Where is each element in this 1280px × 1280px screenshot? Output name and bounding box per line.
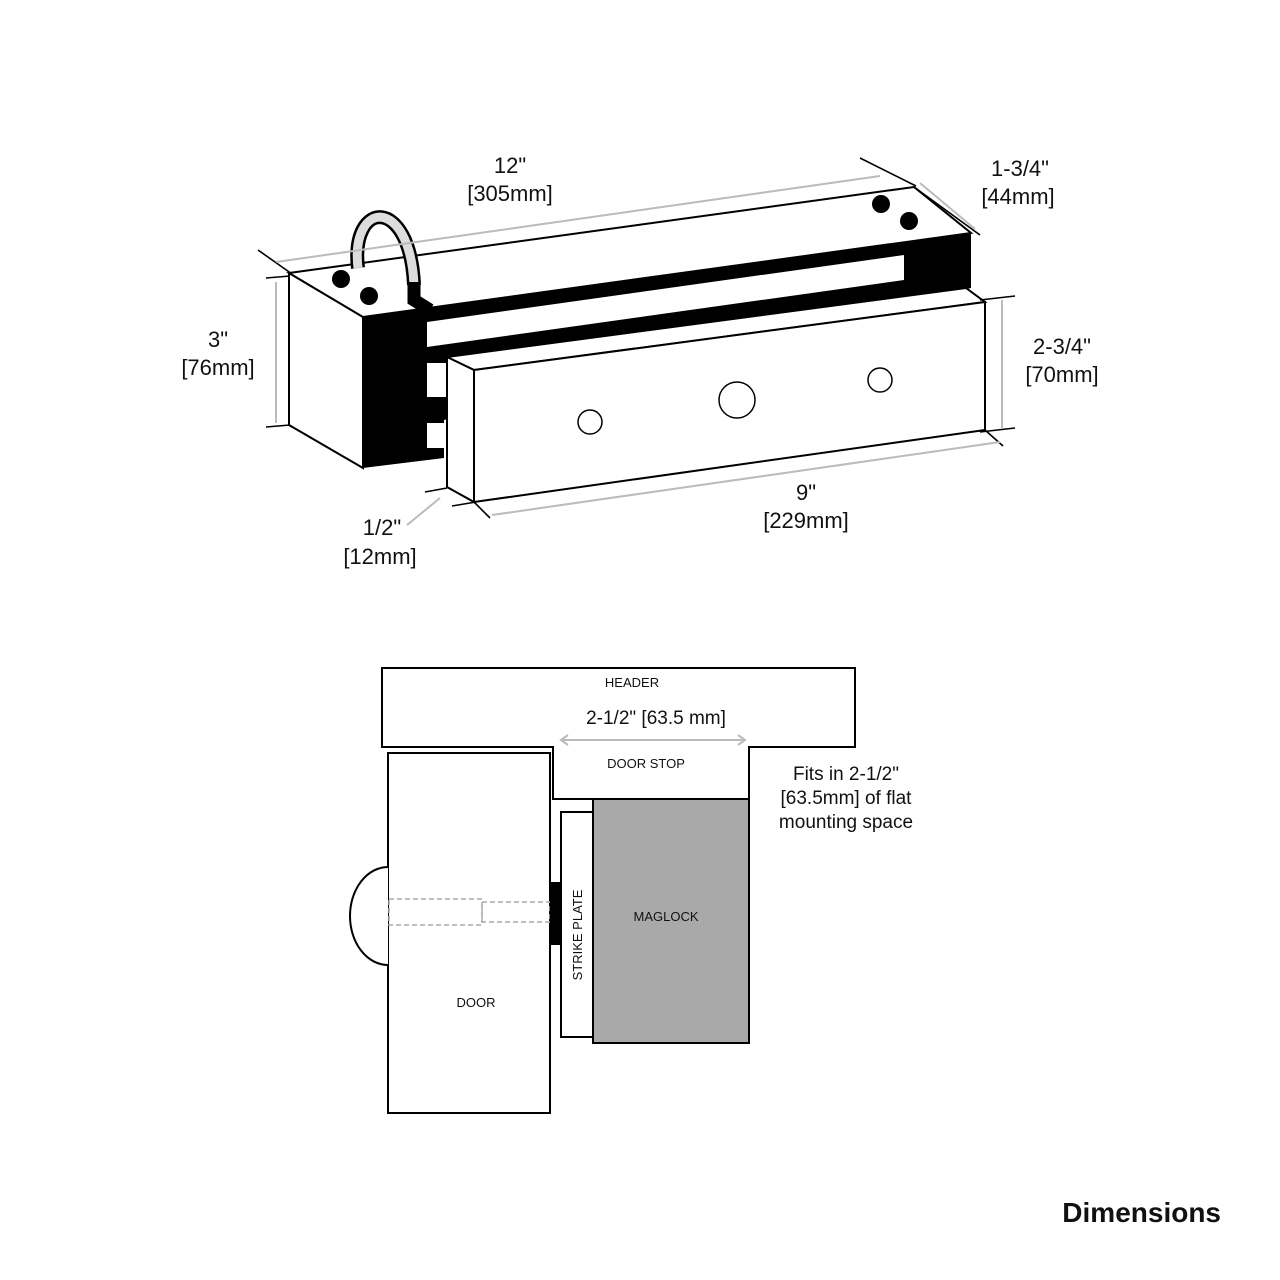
plate-thickness-metric: [12mm] [343,544,416,569]
plate-length-metric: [229mm] [763,508,849,533]
strike-plate [560,811,594,1038]
height-metric: [76mm] [181,355,254,380]
plate-hole [718,381,756,419]
note-line: Fits in 2-1/2" [793,764,899,785]
maglock-label: MAGLOCK [633,909,698,924]
door-handle-icon [349,866,389,966]
installation-view: HEADER 2-1/2" [63.5 mm] DOOR STOP DOOR M… [349,667,913,1114]
height-imperial: 3" [208,327,228,352]
length-metric: [305mm] [467,181,553,206]
plate-side-face [446,355,475,504]
dimension-labels: 12" [305mm] 1-3/4" [44mm] 3" [76mm] 2-3/… [181,153,1098,569]
magnet-slot [427,363,447,397]
strike-plate-label: STRIKE PLATE [570,889,585,980]
handle-spindle [388,898,483,926]
strike-mount [550,882,560,945]
plate-height-metric: [70mm] [1025,362,1098,387]
mounting-hole [360,287,378,305]
depth-metric: [44mm] [981,184,1054,209]
mounting-hole [872,195,890,213]
dimension-lines [257,157,1016,526]
door-stop-label: DOOR STOP [607,756,685,771]
arrow-head [737,734,747,746]
arrow-head [559,734,569,746]
page-title: Dimensions [1062,1197,1221,1228]
depth-imperial: 1-3/4" [991,156,1049,181]
door [387,752,551,1114]
handle-spindle [481,901,551,923]
note-line: [63.5mm] of flat [781,788,913,809]
plate-thickness-imperial: 1/2" [363,515,401,540]
plate-hole [867,367,893,393]
mounting-hole [332,270,350,288]
plate-length-imperial: 9" [796,480,816,505]
door-label: DOOR [457,995,496,1010]
mounting-hole [900,212,918,230]
magnet-slot [427,255,904,347]
plate-height-imperial: 2-3/4" [1033,334,1091,359]
cable-icon [350,210,434,316]
maglock-body [592,798,750,1044]
plate-hole [577,409,603,435]
length-imperial: 12" [494,153,526,178]
magnet-slot [427,423,447,448]
mount-width-label: 2-1/2" [63.5 mm] [586,708,726,729]
note-line: mounting space [779,812,913,833]
header-label: HEADER [605,675,659,690]
maglock-isometric [286,185,988,504]
